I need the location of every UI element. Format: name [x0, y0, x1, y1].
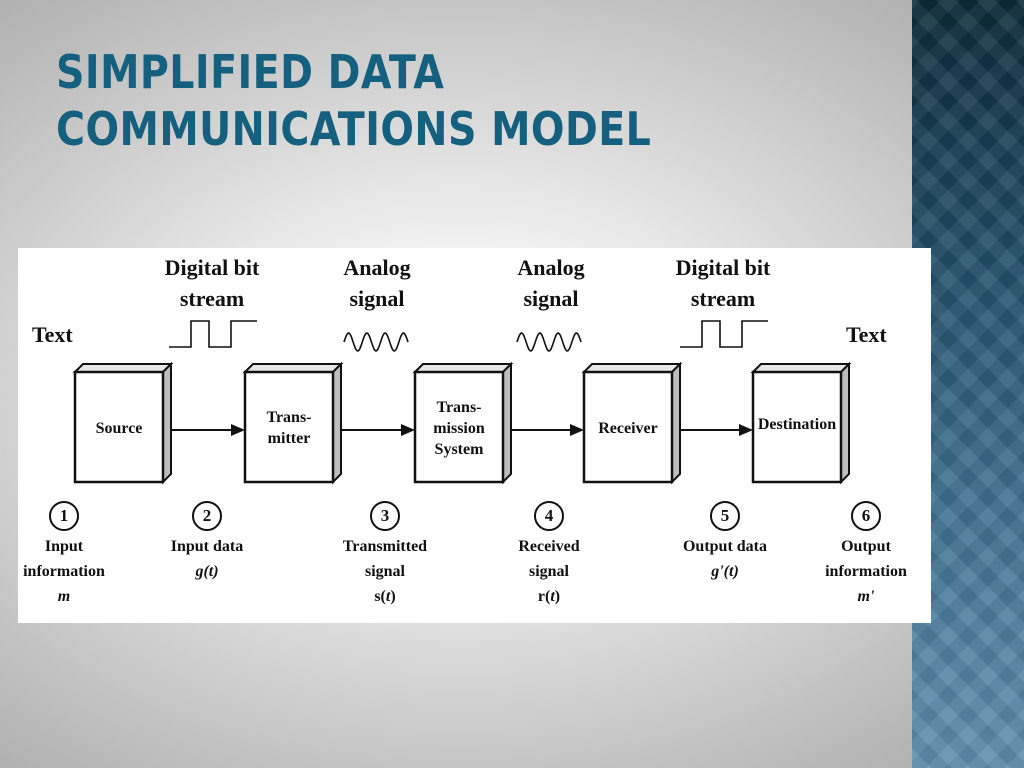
signal-label-analog-signal-1: Analog signal: [317, 252, 437, 314]
flow-arrow-1: [171, 424, 245, 436]
stage-number-6: 6: [851, 501, 881, 531]
caption-symbol: g'(t): [711, 563, 739, 580]
caption-symbol: s(t): [320, 584, 450, 609]
digital-waveform-1: [169, 320, 257, 348]
box-front-face: [582, 370, 674, 484]
box-label-transmitter: Trans- mitter: [241, 407, 337, 449]
diagram-graphics: [72, 320, 852, 485]
box-label-line: Destination: [757, 416, 837, 433]
box-label-line: Trans-: [436, 399, 482, 416]
flow-arrow-4: [680, 424, 753, 436]
caption-symbol: m: [57, 588, 71, 605]
caption-line: Output: [841, 538, 891, 555]
box-label-transmission-system: Trans- mission System: [411, 397, 507, 460]
signal-waveforms: [169, 320, 768, 352]
slide-title-line2: COMMUNICATIONS MODEL: [56, 102, 652, 156]
signal-label-line1: Analog: [517, 255, 585, 280]
arrow-head: [570, 424, 584, 436]
signal-label-analog-signal-2: Analog signal: [491, 252, 611, 314]
caption-symbol: m': [857, 588, 875, 605]
digital-waveform-2: [680, 320, 768, 348]
arrow-head: [231, 424, 245, 436]
stage-number-2: 2: [192, 501, 222, 531]
stage-number-4: 4: [534, 501, 564, 531]
flow-arrows: [171, 424, 753, 436]
stage-caption-2: Input data g(t): [142, 534, 272, 584]
signal-label-line2: signal: [349, 286, 405, 311]
box-label-receiver: Receiver: [580, 418, 676, 439]
signal-label-line2: stream: [179, 286, 245, 311]
box-transmission-system: [412, 361, 514, 485]
signal-label-digital-bit-stream-2: Digital bit stream: [663, 252, 783, 314]
caption-line: signal: [364, 563, 405, 580]
stage-number-3: 3: [370, 501, 400, 531]
caption-symbol-suffix: ): [554, 588, 561, 605]
signal-label-line2: signal: [523, 286, 579, 311]
stage-caption-1: Input information m: [0, 534, 129, 609]
box-label-line: Trans-: [266, 409, 312, 426]
box-front-face: [243, 370, 335, 484]
caption-symbol-var: t: [385, 588, 391, 605]
stage-caption-5: Output data g'(t): [660, 534, 790, 584]
stage-caption-3: Transmitted signal s(t): [320, 534, 450, 609]
arrow-head: [401, 424, 415, 436]
box-transmitter: [242, 361, 344, 485]
caption-symbol-suffix: ): [390, 588, 396, 605]
slide-title: SIMPLIFIED DATA COMMUNICATIONS MODEL: [56, 44, 761, 158]
caption-line: Input: [44, 538, 84, 555]
stage-number-1: 1: [49, 501, 79, 531]
text-label-right: Text: [846, 322, 887, 347]
box-label-line: Receiver: [598, 420, 658, 437]
text-label-left: Text: [32, 322, 73, 347]
signal-label-line1: Digital bit: [675, 255, 771, 280]
box-label-line: mission: [433, 420, 485, 437]
caption-line: information: [23, 563, 105, 580]
box-front-face: [413, 370, 505, 484]
box-label-destination: Destination: [749, 414, 845, 435]
box-front-face: [73, 370, 165, 484]
caption-symbol: r(t): [484, 584, 614, 609]
block-boxes: [72, 361, 852, 485]
communications-model-diagram: Text Text Digital bit stream Analog sign…: [18, 248, 931, 623]
caption-line: Transmitted: [342, 538, 428, 555]
stage-number-5: 5: [710, 501, 740, 531]
caption-symbol-var: t: [550, 588, 555, 605]
box-source: [72, 361, 174, 485]
caption-line: information: [825, 563, 907, 580]
box-label-source: Source: [71, 418, 167, 439]
signal-label-line1: Digital bit: [164, 255, 260, 280]
signal-label-line2: stream: [690, 286, 756, 311]
caption-line: signal: [528, 563, 569, 580]
caption-symbol-prefix: s(: [374, 588, 386, 605]
box-receiver: [581, 361, 683, 485]
caption-symbol-prefix: r(: [537, 588, 551, 605]
box-label-line: mitter: [267, 430, 311, 447]
flow-arrow-3: [511, 424, 584, 436]
slide-title-line1: SIMPLIFIED DATA: [56, 45, 445, 99]
caption-symbol: g(t): [195, 563, 219, 580]
stage-caption-6: Output information m': [801, 534, 931, 609]
analog-waveform-2: [516, 332, 582, 352]
caption-line: Input data: [170, 538, 244, 555]
analog-waveform-1: [343, 332, 409, 352]
stage-caption-4: Received signal r(t): [484, 534, 614, 609]
box-label-line: System: [434, 441, 484, 458]
signal-label-digital-bit-stream-1: Digital bit stream: [152, 252, 272, 314]
arrow-head: [739, 424, 753, 436]
box-label-line: Source: [95, 420, 143, 437]
flow-arrow-2: [341, 424, 415, 436]
caption-line: Output data: [682, 538, 768, 555]
box-front-face: [751, 370, 843, 484]
signal-label-line1: Analog: [343, 255, 411, 280]
caption-line: Received: [518, 538, 580, 555]
box-destination: [750, 361, 852, 485]
